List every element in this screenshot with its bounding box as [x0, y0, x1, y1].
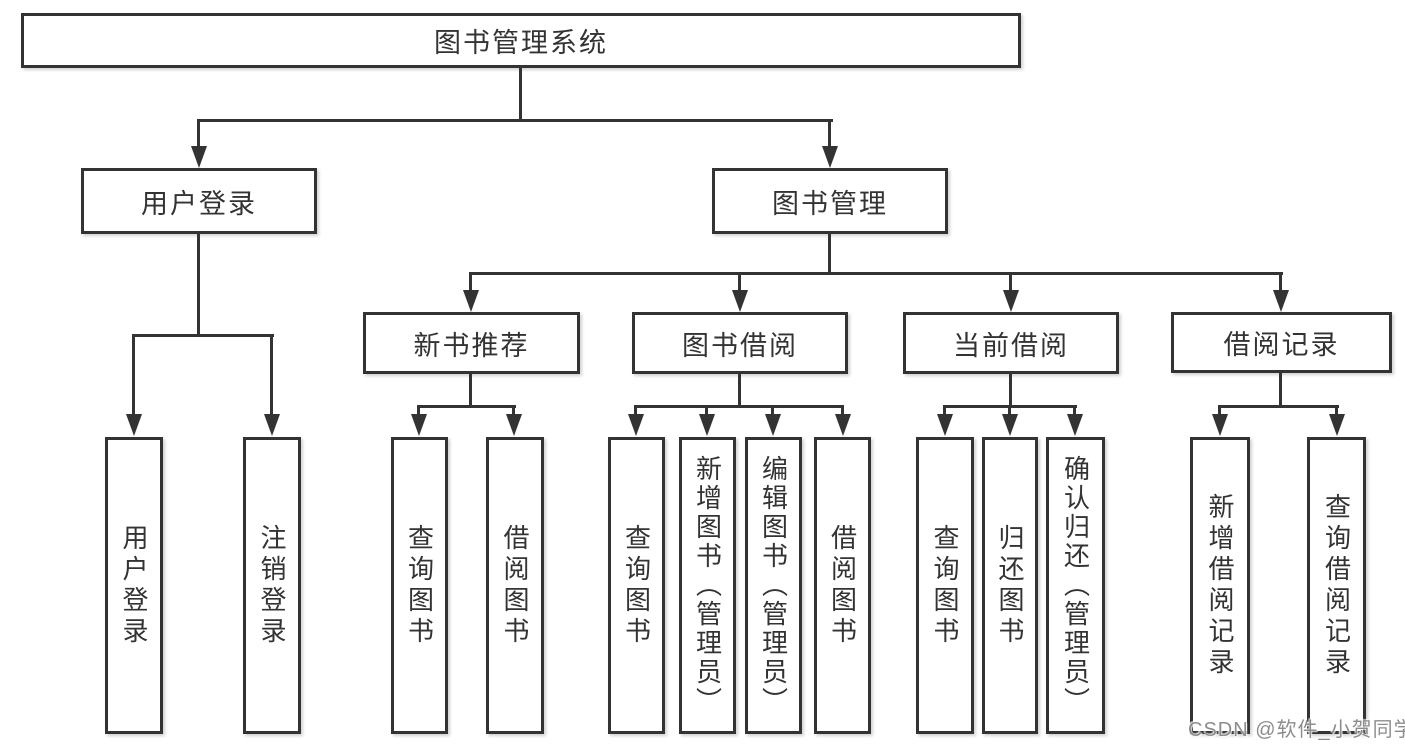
leaf-label: 新增借阅记录 [1205, 492, 1235, 679]
connector-leaf-stub [705, 405, 708, 416]
arrow-to-new-book-recommendation [463, 290, 479, 312]
leaf-query-borrow-record: 查询借阅记录 [1307, 437, 1366, 734]
arrow-to-query-books [411, 414, 427, 436]
node-new-book-recommendation: 新书推荐 [363, 312, 580, 374]
arrow-to-add-book [699, 414, 715, 436]
arrow-to-book-borrowing [732, 290, 748, 312]
node-current-borrowing: 当前借阅 [903, 312, 1119, 374]
connector-root-horizontal [197, 119, 833, 122]
arrow-to-current-borrowing [1003, 290, 1019, 312]
connector-book-management-stub [828, 119, 831, 147]
leaf-label: 查询图书 [621, 523, 652, 648]
connector-leaf-stub [841, 405, 844, 416]
connector-recommend-down [469, 374, 472, 408]
arrow-to-user-login [191, 146, 207, 168]
arrow-to-leaf-logout [264, 414, 280, 436]
leaf-label: 借阅图书 [500, 523, 530, 648]
arrow-to-leaf-user-login [126, 414, 142, 436]
connector-leaf-stub [270, 334, 273, 415]
connector-level3-stub [1279, 272, 1282, 292]
connector-recommend-spread [417, 405, 516, 408]
leaf-return-book: 归还图书 [982, 437, 1038, 734]
leaf-borrow-books: 借阅图书 [486, 437, 544, 734]
arrow-to-query-borrow-record [1329, 414, 1345, 436]
connector-borrowing-down [738, 374, 741, 408]
leaf-label: 归还图书 [995, 523, 1025, 648]
connector-leaf-stub [943, 405, 946, 416]
connector-records-down [1279, 373, 1282, 408]
connector-user-login-stub [197, 119, 200, 147]
connector-book-management-down [828, 234, 831, 275]
leaf-query-books-3: 查询图书 [916, 437, 974, 734]
leaf-add-book-admin: 新增图书（管理员） [679, 437, 736, 734]
node-user-login: 用户登录 [81, 168, 317, 234]
connector-level3-stub [469, 272, 472, 292]
connector-leaf-stub [1008, 405, 1011, 416]
arrow-to-confirm-return [1067, 414, 1083, 436]
arrow-to-query-books-3 [937, 414, 953, 436]
leaf-label: 注销登录 [257, 523, 287, 648]
connector-level3-stub [738, 272, 741, 292]
node-book-borrowing: 图书借阅 [632, 312, 848, 374]
leaf-label: 查询图书 [404, 523, 435, 648]
leaf-query-books-2: 查询图书 [608, 437, 665, 734]
node-borrowing-records: 借阅记录 [1171, 312, 1392, 373]
leaf-confirm-return-admin: 确认归还（管理员） [1046, 437, 1105, 734]
leaf-label: 用户登录 [119, 523, 149, 648]
connector-leaf-stub [417, 405, 420, 416]
arrow-to-borrow-books [506, 414, 522, 436]
leaf-logout: 注销登录 [243, 437, 301, 734]
node-book-management: 图书管理 [712, 168, 948, 234]
connector-borrowing-spread [634, 405, 844, 408]
leaf-user-login: 用户登录 [105, 437, 163, 734]
leaf-borrow-books-2: 借阅图书 [814, 437, 871, 734]
csdn-watermark: CSDN @软件_小贺同学 [1188, 719, 1405, 741]
connector-current-down [1009, 374, 1012, 408]
connector-leaf-stub [512, 405, 515, 416]
connector-records-spread [1218, 405, 1339, 408]
connector-root-vertical [519, 68, 522, 121]
arrow-to-borrow-books-2 [835, 414, 851, 436]
connector-level3-stub [1009, 272, 1012, 292]
connector-leaf-stub [634, 405, 637, 416]
connector-user-login-spread [132, 334, 274, 337]
arrow-to-return-book [1002, 414, 1018, 436]
leaf-add-borrow-record: 新增借阅记录 [1190, 437, 1250, 734]
node-library-management-system: 图书管理系统 [21, 13, 1021, 68]
leaf-label: 查询图书 [930, 523, 960, 648]
leaf-label: 查询借阅记录 [1321, 492, 1352, 679]
leaf-label: 新增图书（管理员） [692, 455, 723, 716]
connector-level3-spread [469, 272, 1283, 275]
connector-leaf-stub [132, 334, 135, 415]
arrow-to-borrowing-records [1273, 290, 1289, 312]
connector-user-login-down [197, 234, 200, 337]
arrow-to-add-borrow-record [1212, 414, 1228, 436]
leaf-edit-book-admin: 编辑图书（管理员） [745, 437, 802, 734]
leaf-label: 借阅图书 [827, 523, 858, 648]
connector-leaf-stub [1073, 405, 1076, 416]
arrow-to-book-management [822, 146, 838, 168]
leaf-query-books: 查询图书 [391, 437, 448, 734]
connector-leaf-stub [1335, 405, 1338, 416]
leaf-label: 编辑图书（管理员） [758, 455, 789, 716]
arrow-to-edit-book [765, 414, 781, 436]
arrow-to-query-books-2 [628, 414, 644, 436]
connector-leaf-stub [1218, 405, 1221, 416]
connector-leaf-stub [771, 405, 774, 416]
leaf-label: 确认归还（管理员） [1060, 455, 1091, 716]
